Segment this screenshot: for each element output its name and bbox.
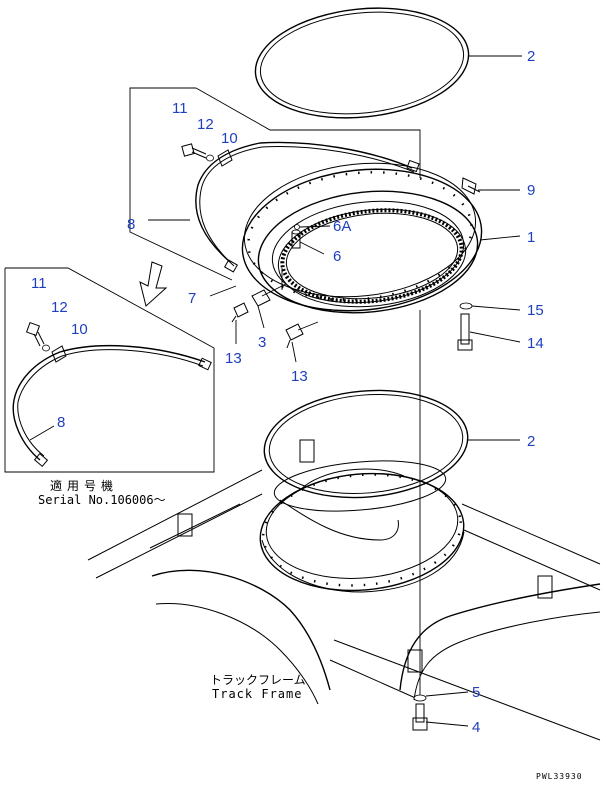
- callout-12-main: 12: [197, 116, 214, 133]
- callout-12-inset: 12: [51, 299, 68, 316]
- callout-8-main: 8: [127, 216, 135, 233]
- washer-15: [459, 302, 473, 310]
- callout-6: 6: [333, 248, 341, 265]
- callout-2-top: 2: [527, 48, 535, 65]
- bolt-11: [181, 143, 207, 159]
- callout-5: 5: [472, 684, 480, 701]
- callout-10-inset: 10: [71, 321, 88, 338]
- callout-15: 15: [527, 302, 544, 319]
- grease-pipe-main: [181, 141, 420, 273]
- callout-9: 9: [527, 182, 535, 199]
- fittings-3-7-13: [231, 268, 319, 349]
- applicable-machines-label: 適用号機: [50, 478, 118, 493]
- callout-13-left: 13: [225, 350, 242, 367]
- callout-6A: 6A: [333, 218, 351, 235]
- callout-3: 3: [258, 334, 266, 351]
- washer-5: [413, 694, 427, 702]
- elbow-fitting-9: [461, 177, 481, 195]
- seal-ring-top: [254, 7, 470, 119]
- seal-ring-lower: [263, 389, 469, 499]
- bolt-14: [457, 313, 473, 351]
- drawing-code: PWL33930: [536, 772, 583, 781]
- callout-10-main: 10: [221, 130, 238, 147]
- callout-4: 4: [472, 719, 480, 736]
- callout-14: 14: [527, 335, 544, 352]
- callout-13-right: 13: [291, 368, 308, 385]
- inset-box: [4, 261, 215, 473]
- grease-fitting-6: [291, 224, 301, 249]
- serial-number: Serial No.106006〜: [38, 493, 166, 507]
- track-frame-jp: トラックフレーム: [210, 673, 306, 687]
- track-frame-structure: [87, 439, 601, 741]
- callout-2-mid: 2: [527, 433, 535, 450]
- callout-1: 1: [527, 229, 535, 246]
- callout-11-main: 11: [172, 100, 188, 117]
- swing-circle-bearing: [241, 162, 483, 314]
- callout-11-inset: 11: [31, 275, 47, 292]
- callout-8-inset: 8: [57, 414, 65, 431]
- bolt-4: [412, 703, 428, 731]
- track-frame-en: Track Frame: [212, 687, 302, 701]
- bracket-line-8: [129, 87, 233, 281]
- callout-7: 7: [188, 290, 196, 307]
- leader-lines: [29, 55, 522, 727]
- callout-labels: 2 9 1 15 14 6A 6 7 3 13 13 8 11 12 10 11…: [31, 48, 544, 736]
